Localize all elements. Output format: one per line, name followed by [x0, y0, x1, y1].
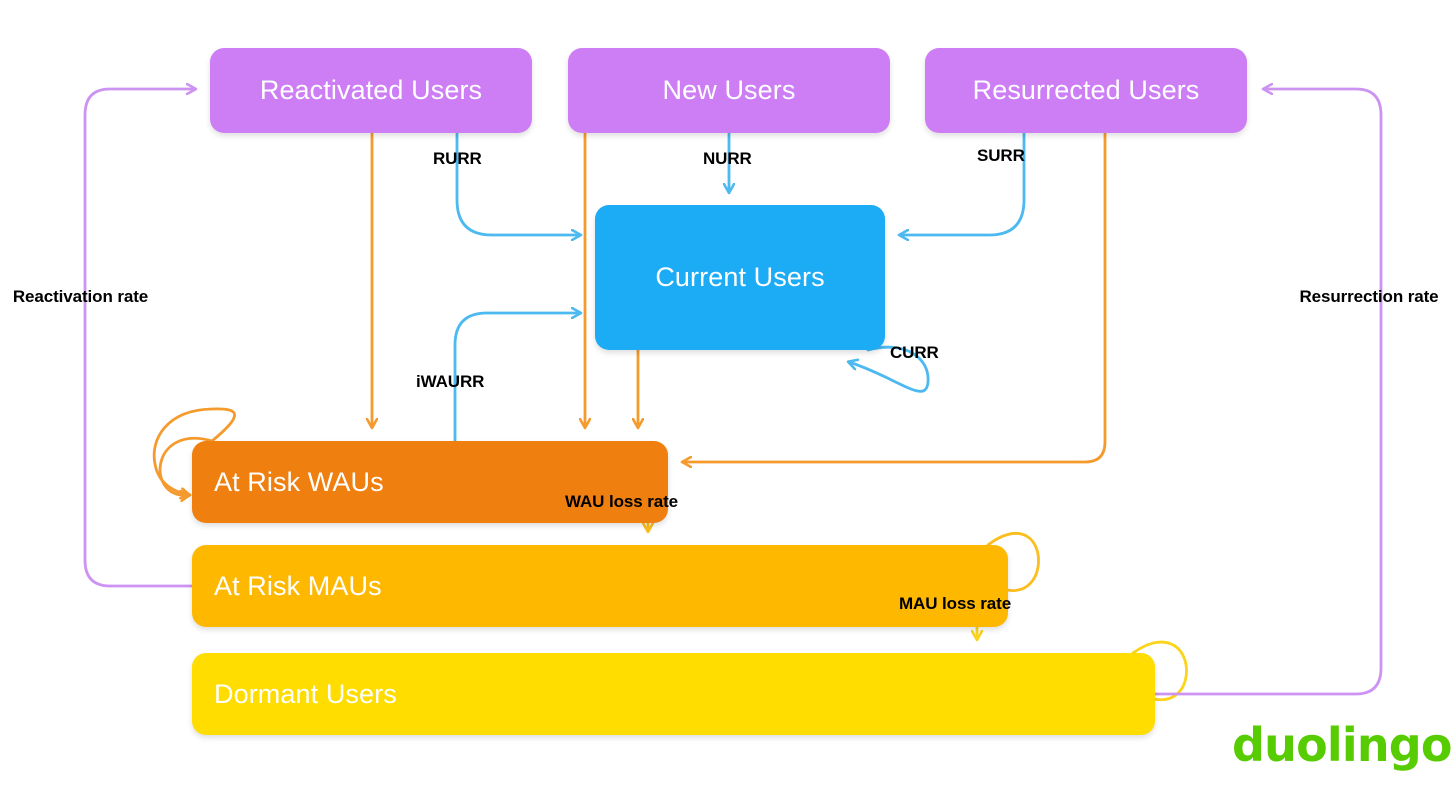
edge-label-resurrection-rate: Resurrection rate [1299, 287, 1439, 306]
node-at-risk-waus[interactable]: At Risk WAUs [192, 441, 668, 523]
node-at-risk-maus[interactable]: At Risk MAUs [192, 545, 1008, 627]
node-reactivated-users[interactable]: Reactivated Users [210, 48, 532, 133]
edge-reactivation-rate [83, 89, 195, 588]
node-current-users[interactable]: Current Users [595, 205, 885, 350]
node-label-at-risk-waus: At Risk WAUs [214, 466, 384, 497]
node-resurrected-users[interactable]: Resurrected Users [925, 48, 1247, 133]
edge-label-reactivation-rate: Reactivation rate [12, 287, 149, 306]
node-label-resurrected-users: Resurrected Users [972, 75, 1200, 105]
edge-label-mau-loss-rate: MAU loss rate [899, 594, 1012, 613]
edge-label-iwaurr: iWAURR [416, 372, 485, 391]
node-new-users[interactable]: New Users [568, 48, 890, 133]
duolingo-logo: duolingo [1232, 718, 1453, 772]
edge-resurrection-rate [1153, 89, 1383, 696]
node-label-reactivated-users: Reactivated Users [259, 75, 483, 105]
edge-label-surr: SURR [977, 146, 1025, 165]
edge-label-curr: CURR [890, 343, 939, 362]
edge-label-rurr: RURR [433, 149, 482, 168]
edge-label-wau-loss-rate: WAU loss rate [565, 492, 679, 511]
edge-label-nurr: NURR [703, 149, 752, 168]
node-dormant-users[interactable]: Dormant Users [192, 653, 1155, 735]
node-label-current-users: Current Users [655, 262, 825, 292]
node-label-at-risk-maus: At Risk MAUs [214, 570, 382, 601]
node-label-new-users: New Users [662, 75, 796, 105]
node-label-dormant-users: Dormant Users [214, 678, 397, 709]
